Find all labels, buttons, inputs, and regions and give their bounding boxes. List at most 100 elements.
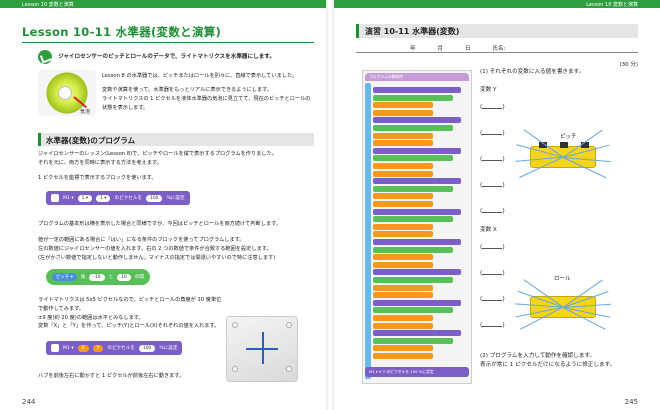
paragraph-5: プログラムの基本形は横を表示した場合と同様ですが、今回はピッチとロールを両方続け… [38,221,282,227]
page-number: 244 [22,398,36,406]
program-block-row [373,201,433,207]
book-gutter [326,0,334,410]
loop-block [365,83,371,379]
pitch-label: ピッチ [560,134,577,140]
vertical-arrow-icon [262,332,264,364]
section-heading: 水準器(変数)のプログラム [38,133,314,146]
block-suffix: %に設定 [166,196,185,201]
answer-blank[interactable] [480,104,505,111]
matrix-icon [51,344,59,352]
program-block-row [373,353,433,359]
bubble-icon [58,86,72,100]
exercise-title: 演習 10-11 水準器(変数) [356,24,638,38]
program-block-row [373,163,433,169]
answer-blank[interactable] [480,156,505,163]
program-block-row [373,277,453,283]
running-header-text: Lesson 10 変数と演算 [586,2,638,8]
paragraph-6: 値が一定の範囲にある場合に「はい」になる条件のブロックを使ってプログラムします。… [38,237,276,261]
hub-corner-dot [232,322,238,328]
title-rule [22,42,314,43]
y-select: 1 ▾ [96,194,111,202]
day-field: 日 [465,46,471,52]
program-block-row [373,94,453,101]
program-block-row [373,178,461,185]
hub-corner-dot [286,366,292,372]
paragraph-2: 変数や演算を使って、水準器をもっとリアルに表示できるようにします。 ライトマトリ… [102,87,311,111]
paragraph-9: ハブを前後左右に動かすと 1 ピクセルが前後左右に動きます。 [38,373,185,379]
program-block-row [373,315,433,321]
brightness-value: 100 [146,194,163,202]
program-block-row [373,185,453,192]
program-block-row [373,239,461,245]
program-block-row [373,102,433,109]
year-field: 年 [410,46,416,52]
answer-blank[interactable] [480,208,505,215]
program-block-row [373,299,461,306]
program-block-row [373,117,461,124]
program-block-row [373,193,433,200]
program-block-row [373,208,461,215]
program-block-row [373,140,433,147]
check-icon [38,50,52,64]
answer-blank[interactable] [480,130,505,137]
block-suffix: %に設定 [159,346,178,351]
program-block-row [373,125,453,131]
left-page: Lesson 10 変数と演算 Lesson 10-11 水準器(変数と演算) … [0,0,326,410]
program-block-row [373,87,461,93]
y-variable: Y [92,344,104,352]
port-select: M1 ▾ [63,195,74,201]
answer-blank[interactable] [480,182,505,189]
condition-text: 角 [80,275,86,280]
question-2: (2) プログラムを入力して動作を確認します。 表示が常に 1 ピクセルだけにな… [480,353,616,368]
program-block-row [373,254,433,261]
paragraph-4: 1 ピクセルを座標で表示するブロックを使います。 [38,175,157,181]
answer-blank[interactable] [480,244,505,251]
condition-mid: と [108,275,114,280]
program-block-row [373,109,433,116]
hub-corner-dot [232,366,238,372]
program-block-row [373,216,453,223]
answer-blank[interactable] [480,296,505,303]
x-variable: X [77,344,89,352]
start-block: プログラムの開始時 [365,73,469,81]
pixel-block-1: M1 ▾ 1 ▾ 1 ▾ のピクセルを 100 %に設定 [46,191,190,205]
program-block-row [373,223,433,230]
paragraph-7: ライトマトリクスは 5x5 ピクセルなので、ピッチとロールの角度が 10 度単位… [38,297,222,321]
min-value: -10 [89,273,105,281]
program-block-row [373,284,433,291]
date-underline [356,52,638,53]
paragraph-8: 変数「X」と「Y」を作って、ピッチ(Y)とロール(X)それぞれの値を入れます。 [38,323,220,329]
brightness-value: 100 [138,344,156,352]
program-block-row [373,307,453,314]
program-block-row [373,246,453,253]
condition-block: ピッチ ▾ 角 -10 と 10 の間 [46,269,150,285]
name-field: 氏名: [492,46,506,52]
final-pixel-block: M1 ▾ X Y のピクセルを 100 %に設定 [365,367,469,377]
max-value: 10 [117,273,131,281]
program-block-row [373,322,433,329]
program-block-row [373,155,453,162]
block-text: のピクセルを [107,346,135,351]
program-screenshot: プログラムの開始時 M1 ▾ X Y のピクセルを 100 %に設定 [362,70,472,384]
sensor-select: ピッチ ▾ [52,273,77,281]
hub-corner-dot [286,322,292,328]
intro-text: ジャイロセンサーのピッチとロールのデータで、ライトマトリクスを水準器にします。 [58,54,275,60]
matrix-icon [51,194,59,202]
month-field: 月 [437,46,444,52]
program-block-row [373,269,461,276]
variable-x-label: 変数 X [480,227,497,233]
port-select: M1 ▾ [63,345,74,351]
x-select: 1 ▾ [77,194,93,202]
program-block-row [373,147,461,154]
program-block-row [373,292,433,299]
answer-blank[interactable] [480,322,505,329]
answer-blank[interactable] [480,270,505,277]
running-header-text: Lesson 10 変数と演算 [22,2,74,8]
question-1: (1) それぞれの変数に入る値を書きます。 [480,69,585,75]
program-block-row [373,132,433,139]
pixel-block-2: M1 ▾ X Y のピクセルを 100 %に設定 [46,341,183,355]
roll-label: ロール [554,276,571,282]
page-number: 245 [624,398,638,406]
program-block-row [373,345,433,352]
right-page: Lesson 10 変数と演算 演習 10-11 水準器(変数) 年 月 日 氏… [334,0,660,410]
